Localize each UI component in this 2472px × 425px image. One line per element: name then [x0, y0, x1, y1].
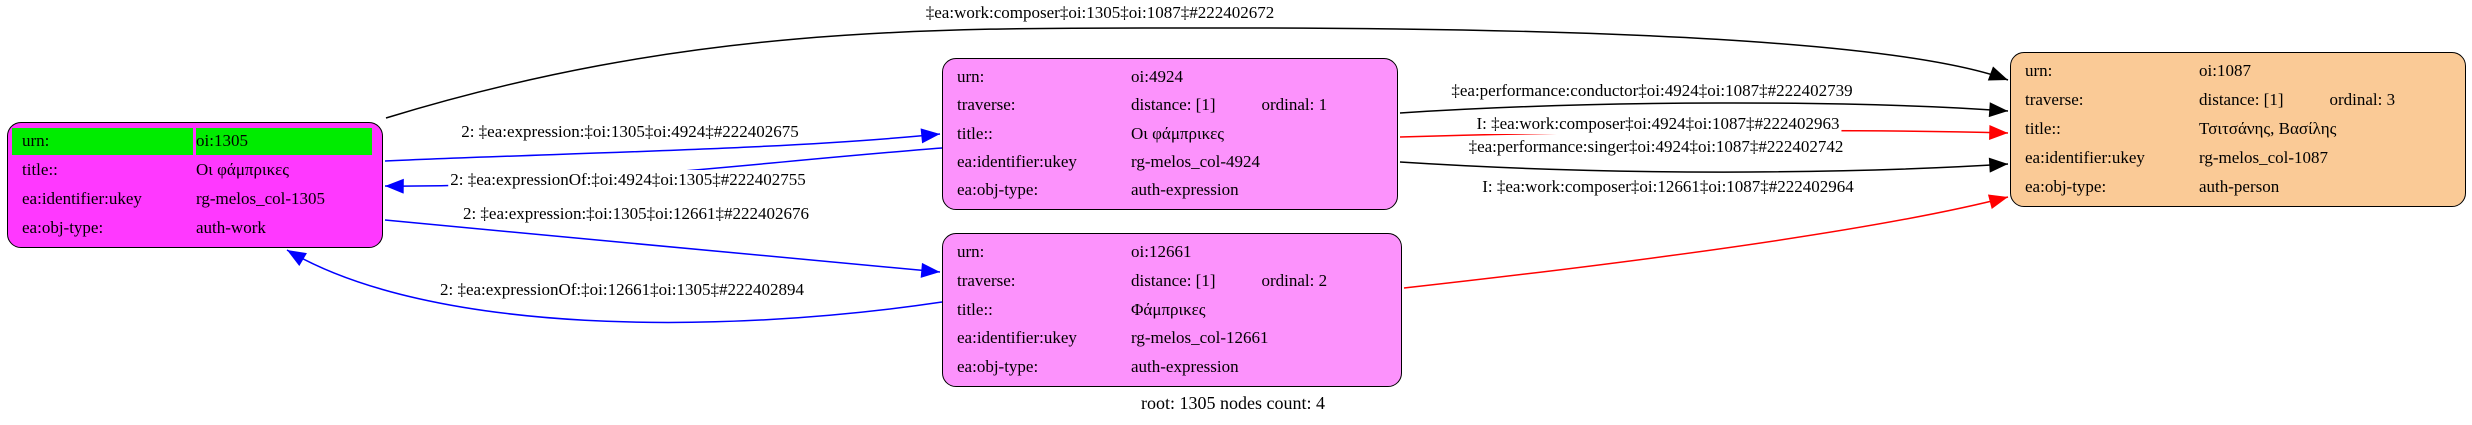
node-expression-4924: urn: oi:4924 traverse: distance: [1] ordi… [942, 58, 1398, 210]
field-label: ea:obj-type: [22, 218, 104, 238]
node-row-traverse: traverse: distance: [1] ordinal: 2 [943, 267, 1401, 296]
node-row-urn: urn: oi:4924 [943, 63, 1397, 91]
edge-expression-1305-12661 [384, 219, 941, 278]
edge-performance-singer-4924-1087 [1399, 157, 2009, 173]
node-row-identifier: ea:identifier:ukey rg-melos_col-1305 [8, 185, 382, 214]
edge-label-expression-1305-4924: 2: ‡ea:expression:‡oi:1305‡oi:4924‡#2224… [459, 122, 801, 142]
graph-root-label: root: 1305 nodes count: 4 [1141, 393, 1325, 413]
edge-label-work-composer-12661-1087: I: ‡ea:work:composer‡oi:12661‡oi:1087‡#2… [1480, 177, 1856, 197]
field-label: ea:identifier:ukey [22, 189, 142, 209]
field-value: oi:4924 [1131, 66, 1183, 86]
edge-label-performance-singer-4924-1087: ‡ea:performance:singer‡oi:4924‡oi:1087‡#… [1466, 137, 1846, 157]
node-row-identifier: ea:identifier:ukey rg-melos_col-4924 [943, 148, 1397, 176]
field-label: ea:obj-type: [957, 180, 1039, 200]
field-value: auth-work [196, 218, 266, 238]
field-value: distance: [1] ordinal: 2 [1131, 270, 1401, 291]
field-label: title:: [957, 123, 993, 143]
field-label: traverse: [957, 95, 1016, 115]
edge-work-composer-12661-1087 [1403, 194, 2009, 289]
field-label: urn: [957, 66, 985, 86]
node-work-1305: urn: oi:1305 title:: Οι φάμπρικες ea:ide… [7, 122, 383, 248]
field-value: Φάμπρικες [1131, 299, 1206, 319]
field-value: auth-expression [1131, 357, 1239, 377]
node-row-urn: urn: oi:12661 [943, 238, 1401, 267]
edge-label-expression-1305-12661: 2: ‡ea:expression:‡oi:1305‡oi:12661‡#222… [460, 204, 812, 224]
traverse-distance: distance: [1] [2199, 90, 2284, 110]
field-label: urn: [12, 128, 193, 155]
edge-label-work-composer-4924-1087: I: ‡ea:work:composer‡oi:4924‡oi:1087‡#22… [1474, 114, 1842, 134]
field-value: auth-expression [1131, 180, 1239, 200]
field-label: traverse: [957, 270, 1016, 290]
field-value: oi:1087 [2199, 61, 2251, 81]
field-label: title:: [22, 160, 58, 180]
node-row-urn: urn: oi:1087 [2011, 57, 2465, 86]
field-value: oi:12661 [1131, 242, 1192, 262]
traverse-ordinal: ordinal: 3 [2329, 90, 2396, 110]
node-row-title: title:: Φάμπρικες [943, 296, 1401, 325]
field-label: urn: [957, 242, 985, 262]
node-row-objtype: ea:obj-type: auth-expression [943, 177, 1397, 205]
field-label: title:: [957, 299, 993, 319]
edge-label-expressionOf-12661-1305: 2: ‡ea:expressionOf:‡oi:12661‡oi:1305‡#2… [437, 280, 807, 300]
node-row-title: title:: Τσιτσάνης, Βασίλης [2011, 115, 2465, 144]
field-label: ea:identifier:ukey [957, 152, 1077, 172]
field-label: ea:obj-type: [2025, 177, 2107, 197]
node-row-objtype: ea:obj-type: auth-expression [943, 353, 1401, 382]
node-row-objtype: ea:obj-type: auth-work [8, 214, 382, 243]
traverse-distance: distance: [1] [1131, 95, 1216, 115]
field-value: rg-melos_col-4924 [1131, 152, 1261, 172]
field-value: Οι φάμπρικες [1131, 123, 1225, 143]
node-row-title: title:: Οι φάμπρικες [8, 156, 382, 185]
field-label: ea:identifier:ukey [957, 328, 1077, 348]
field-label: urn: [2025, 61, 2053, 81]
field-value: rg-melos_col-1087 [2199, 148, 2329, 168]
node-row-traverse: traverse: distance: [1] ordinal: 1 [943, 91, 1397, 119]
field-value: rg-melos_col-1305 [196, 189, 326, 209]
node-expression-12661: urn: oi:12661 traverse: distance: [1] ord… [942, 233, 1402, 387]
field-value: rg-melos_col-12661 [1131, 328, 1269, 348]
field-value: Τσιτσάνης, Βασίλης [2199, 119, 2337, 139]
field-label: ea:obj-type: [957, 357, 1039, 377]
field-value: distance: [1] ordinal: 1 [1131, 96, 1397, 115]
field-value: auth-person [2199, 177, 2280, 197]
field-label: title:: [2025, 119, 2061, 139]
field-value: oi:1305 [196, 128, 372, 155]
edge-label-expressionOf-4924-1305: 2: ‡ea:expressionOf:‡oi:4924‡oi:1305‡#22… [448, 170, 808, 190]
node-row-title: title:: Οι φάμπρικες [943, 120, 1397, 148]
node-person-1087: urn: oi:1087 traverse: distance: [1] ordi… [2010, 52, 2466, 207]
edge-performance-conductor-4924-1087 [1399, 102, 2009, 118]
field-label: ea:identifier:ukey [2025, 148, 2145, 168]
node-row-identifier: ea:identifier:ukey rg-melos_col-12661 [943, 324, 1401, 353]
traverse-distance: distance: [1] [1131, 270, 1216, 290]
edge-label-work-composer-1305-1087: ‡ea:work:composer‡oi:1305‡oi:1087‡#22240… [923, 3, 1277, 23]
traverse-ordinal: ordinal: 1 [1261, 95, 1328, 115]
field-label: traverse: [2025, 90, 2084, 110]
traverse-ordinal: ordinal: 2 [1261, 270, 1328, 290]
edge-label-performance-conductor-4924-1087: ‡ea:performance:conductor‡oi:4924‡oi:108… [1449, 81, 1855, 101]
node-row-urn: urn: oi:1305 [12, 128, 372, 155]
field-value: distance: [1] ordinal: 3 [2199, 90, 2465, 110]
node-row-objtype: ea:obj-type: auth-person [2011, 173, 2465, 202]
node-row-traverse: traverse: distance: [1] ordinal: 3 [2011, 86, 2465, 115]
node-row-identifier: ea:identifier:ukey rg-melos_col-1087 [2011, 144, 2465, 173]
field-value: Οι φάμπρικες [196, 160, 290, 180]
